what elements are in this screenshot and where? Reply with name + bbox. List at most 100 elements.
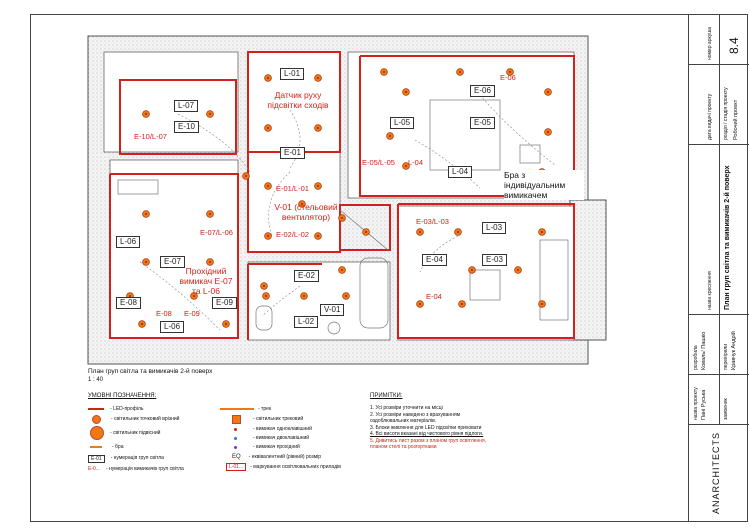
label-v01: V-01 (320, 304, 345, 316)
spot-light-center (547, 131, 549, 133)
spot-light-center (389, 135, 391, 137)
spot-light-center (383, 71, 385, 73)
legend-item-track: - трек (220, 404, 360, 414)
spot-light-center (509, 71, 511, 73)
note-line: 2. Усі розміри наведено з врахуванням (370, 411, 461, 418)
notes-block: ПРИМІТКИ: 1. Усі розміри уточнити на міс… (370, 393, 530, 451)
label-l06a: L-06 (116, 236, 141, 248)
switch-e05-l05: E-05/L-05 (362, 158, 395, 167)
sheet-number-label: номер аркуша (707, 26, 713, 60)
legend-item-spot: - світильник точковий врізний (88, 414, 218, 425)
spot-light-center (301, 203, 303, 205)
spot-light-center (541, 231, 543, 233)
ventilator-note: V-01 (стельовий вентилятор) (274, 202, 338, 222)
spot-light-center (303, 295, 305, 297)
legend-item-switch-single: - вимикач одноклавішний (220, 425, 360, 434)
spot-light-icon (92, 415, 101, 424)
note-line: оздоблювальних матеріалів. (370, 418, 437, 424)
spot-light-center (267, 77, 269, 79)
switch-e03-l03: E-03/L-03 (416, 217, 449, 226)
spot-light-center (341, 269, 343, 271)
spot-light-center (145, 213, 147, 215)
switch-e10-l07: E-10/L-07 (134, 132, 167, 141)
label-e05: E-05 (470, 117, 495, 129)
spot-light-center (145, 113, 147, 115)
label-e06: E-06 (470, 85, 495, 97)
spot-light-center (419, 303, 421, 305)
legend-item-switch-double: - вимикач двоклавішний (220, 434, 360, 443)
spot-light-center (317, 185, 319, 187)
legend-title: УМОВНІ ПОЗНАЧЕННЯ: (88, 393, 157, 399)
marking-symbol: L-01... (226, 463, 247, 471)
label-e01: E-01 (280, 147, 305, 159)
label-l01: L-01 (280, 68, 305, 80)
plan-caption: План груп світла та вимикачів 2-й поверх (88, 368, 213, 375)
spot-light-center (209, 261, 211, 263)
spot-light-center (145, 261, 147, 263)
legend-column-left: - LED-профіль - світильник точковий вріз… (88, 404, 218, 474)
legend-item-eq: EQ - еквівалентний (рівний) розмір (232, 453, 322, 461)
legend-column-right: - трек - світильник трековий - вимикач о… (220, 404, 360, 472)
note-line: 3. Блоки живлення для LED підсвітки прих… (370, 424, 482, 431)
sheet-number: 8.4 (727, 37, 741, 54)
spot-light-center (267, 185, 269, 187)
spot-light-center (267, 127, 269, 129)
spot-light-center (471, 269, 473, 271)
label-l07: L-07 (174, 100, 199, 112)
spot-light-center (341, 217, 343, 219)
spot-light-center (405, 91, 407, 93)
switch-number-icon: E-0... (88, 466, 100, 472)
spot-light-center (265, 295, 267, 297)
switch-e04: E-04 (426, 292, 442, 301)
issue-date-label: дата видачі проекту (707, 93, 713, 140)
legend-item-switch-pass: - вимикач прохідний (220, 443, 360, 452)
spot-light-center (245, 175, 247, 177)
spot-light-center (317, 77, 319, 79)
customer-label: замовник (723, 398, 729, 420)
project-name: Пані Руська (701, 389, 707, 420)
switch-e07-l06: E-07/L-06 (200, 228, 233, 237)
sconce-note: Бра з індивідуальним вимикачем (504, 170, 584, 200)
pass-switch-note: Прохідний вимикач E-07 та L-06 (179, 266, 233, 296)
pass-switch-icon (234, 446, 237, 449)
label-l06b: L-06 (160, 321, 185, 333)
sconce-icon (90, 446, 102, 448)
stage-label: розділ / стадія проекту (723, 87, 729, 140)
spot-light-center (263, 285, 265, 287)
label-l02: L-02 (294, 316, 319, 328)
brand-logo: ANARCHITECTS (711, 431, 721, 514)
spot-light-center (129, 295, 131, 297)
switch-e08: E-08 (156, 309, 172, 318)
label-e03: E-03 (482, 254, 507, 266)
label-e10: E-10 (174, 121, 199, 133)
legend-item-sconce: - бра (88, 441, 218, 453)
project-label: назва проекту (693, 387, 699, 420)
spot-light-center (419, 231, 421, 233)
spot-light-center (541, 303, 543, 305)
track-spot-icon (232, 415, 241, 424)
label-e04: E-04 (422, 254, 447, 266)
label-l05: L-05 (390, 117, 415, 129)
developer-label: розробила (693, 345, 699, 370)
label-e07: E-07 (160, 256, 185, 268)
legend-item-group-number: E-01 - нумерація груп світла (88, 453, 218, 464)
label-e02: E-02 (294, 270, 319, 282)
spot-light-center (141, 323, 143, 325)
spot-light-center (345, 295, 347, 297)
spot-light-center (461, 303, 463, 305)
switch-l04: L-04 (408, 158, 424, 167)
legend-item-switch-number: E-0... - нумерація вимикачів груп світла (88, 465, 184, 473)
switch-e01-l01: E-01/L-01 (276, 184, 309, 193)
spot-light-center (193, 295, 195, 297)
track-icon (220, 408, 254, 410)
legend-item-led: - LED-профіль (88, 404, 218, 414)
spot-light-center (457, 231, 459, 233)
spot-light-center (209, 213, 211, 215)
switch-e02-l02: E-02/L-02 (276, 230, 309, 239)
note-line-red: 5. Дивитись лист разом з планом груп осв… (370, 437, 487, 444)
group-number-icon: E-01 (88, 454, 105, 463)
spot-light-center (267, 235, 269, 237)
label-e08: E-08 (116, 297, 141, 309)
label-l04: L-04 (448, 166, 473, 178)
checker-label: перевірили (723, 343, 729, 370)
